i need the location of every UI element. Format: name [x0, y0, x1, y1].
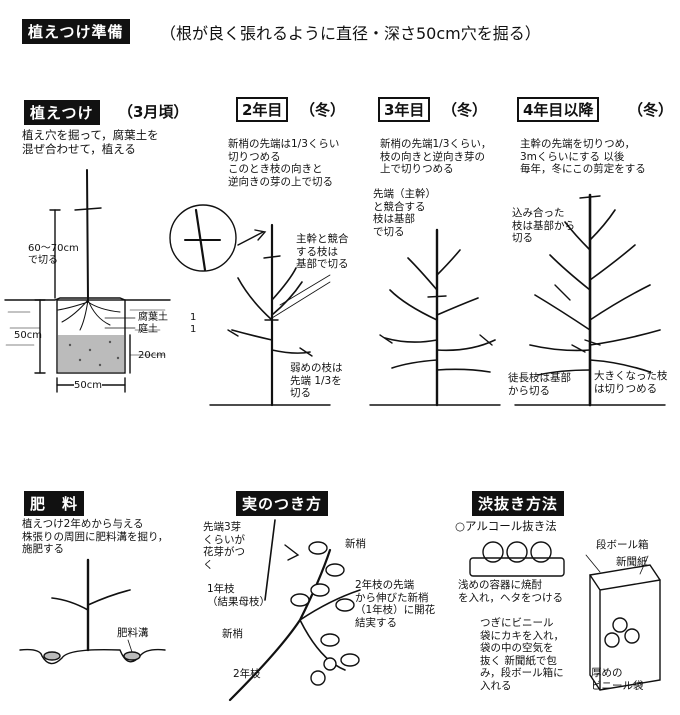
year4-note-long: 徒長枝は基部 から切る — [508, 372, 571, 397]
fertilizer-desc: 植えつけ2年めから与える 株張りの周囲に肥料溝を掘り， 施肥する — [22, 518, 169, 555]
header-title: 植えつけ準備 — [22, 19, 130, 44]
astringency-bag-label: 厚めの ビニール袋 — [591, 667, 644, 692]
year3-desc: 新梢の先端1/3くらい， 枝の向きと逆向き芽の 上で切りつめる — [380, 138, 492, 175]
year4-desc: 主幹の先端を切りつめ， 3mくらいにする 以後 毎年，冬にこの剪定をする — [520, 138, 646, 175]
year2-note-main: 主幹と競合 する枝は 基部で切る — [296, 233, 349, 270]
planting-width: 50cm — [74, 380, 102, 392]
year4-note-dense: 込み合った 枝は基部から 切る — [512, 207, 575, 244]
fruiting-branch2: 2年枝 — [233, 668, 261, 680]
planting-title: 植えつけ — [24, 100, 100, 125]
fruiting-title: 実のつき方 — [236, 491, 329, 516]
fruiting-shoot1: 新梢 — [345, 538, 366, 550]
planting-legend-ratio: 1 1 — [190, 312, 197, 335]
year3-season: （冬） — [442, 101, 488, 119]
fruiting-bud-note: 先端3芽 くらいが 花芽がつ く — [203, 521, 245, 571]
fruiting-branch1: 1年枝 （結果母枝） — [207, 583, 270, 608]
fertilizer-illustration — [19, 558, 166, 665]
year3-tree-illustration — [369, 228, 501, 407]
year2-title: 2年目 — [236, 97, 289, 122]
year3-title: 3年目 — [378, 97, 431, 122]
fruiting-note: 2年枝の先端 から伸びた新梢 （1年枝）に開花 結実する — [355, 579, 436, 629]
fruiting-illustration — [228, 519, 361, 702]
planting-depth: 50cm — [14, 330, 42, 341]
astringency-title: 渋抜き方法 — [472, 491, 565, 516]
astringency-step2: つぎにビニール 袋にカキを入れ， 袋の中の空気を 抜く 新聞紙で包 み，段ボール… — [480, 617, 564, 692]
fruiting-shoot2: 新梢 — [222, 628, 243, 640]
year4-title: 4年目以降 — [517, 97, 600, 122]
planting-legend: 腐葉土 庭土 — [138, 312, 168, 335]
year4-tree-illustration — [514, 193, 666, 407]
planting-desc: 植え穴を掘って，腐葉土を 混ぜ合わせて，植える — [22, 128, 159, 156]
fertilizer-ditch-label: 肥料溝 — [117, 627, 149, 639]
planting-cut-label: 60～70cm で切る — [28, 243, 79, 266]
year4-note-big: 大きくなった枝 は切りつめる — [594, 370, 668, 395]
header-subtitle: （根が良く張れるように直径・深さ50cm穴を掘る） — [160, 24, 541, 43]
year2-note-weak: 弱めの枝は 先端 1/3を 切る — [290, 362, 343, 399]
astringency-illustration — [469, 541, 661, 691]
planting-hole-illustration — [4, 169, 171, 393]
year4-season: （冬） — [628, 101, 674, 119]
astringency-paper-label: 新聞紙 — [616, 556, 648, 568]
planting-season: （3月頃） — [118, 103, 189, 121]
astringency-step1: 浅めの容器に焼酎 を入れ，ヘタをつける — [458, 579, 563, 604]
year2-tree-illustration — [169, 204, 331, 407]
astringency-box-label: 段ボール箱 — [596, 539, 649, 551]
year2-desc: 新梢の先端は1/3くらい 切りつめる このとき枝の向きと 逆向きの芽の上で切る — [228, 138, 340, 188]
planting-soil-depth: 20cm — [138, 350, 166, 361]
year3-note: 先端（主幹） と競合する 枝は基部 で切る — [373, 188, 436, 238]
year2-season: （冬） — [300, 101, 346, 119]
fertilizer-title: 肥 料 — [24, 491, 85, 516]
astringency-method: ○アルコール抜き法 — [455, 519, 557, 533]
